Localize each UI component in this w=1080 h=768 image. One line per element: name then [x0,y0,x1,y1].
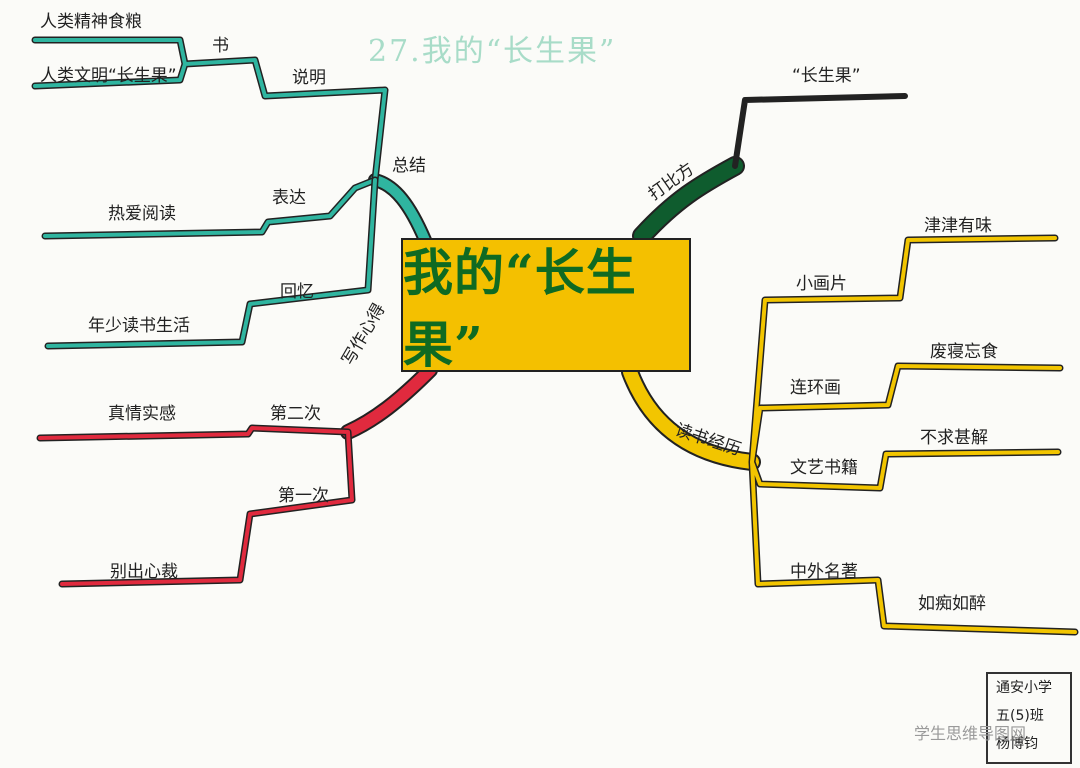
summary-branch-lines [31,36,432,350]
leaf-forget-sleep: 废寝忘食 [930,342,998,362]
leaf-enchanted: 如痴如醉 [918,594,986,614]
reading-branch-lines [621,234,1079,636]
leaf-relish: 津津有味 [924,216,992,236]
second-time-label: 第二次 [270,404,321,424]
student-name: 杨博钧 [996,736,1038,752]
summary-label: 总结 [392,156,426,176]
book-label: 书 [212,36,229,56]
class-name: 五(5)班 [996,708,1044,724]
signature-box: 通安小学 五(5)班 杨博钧 [986,672,1072,764]
watermark: 学生思维导图网 [914,724,1027,743]
leaf-superficial: 不求甚解 [920,428,988,448]
picture-cards-label: 小画片 [796,274,847,294]
leaf-sincere-feeling: 真情实感 [108,404,176,424]
recall-label: 回忆 [280,282,314,302]
first-time-label: 第一次 [278,486,329,506]
writing-branch-lines [36,362,438,588]
leaf-childhood-reading: 年少读书生活 [88,316,190,336]
express-label: 表达 [272,188,306,208]
central-topic: 我的“长生果” [401,238,691,374]
leaf-civilization-fruit: 人类文明“长生果” [40,66,177,86]
leaf-original-idea: 别出心裁 [110,562,178,582]
leaf-love-reading: 热爱阅读 [108,204,176,224]
literature-label: 文艺书籍 [790,458,858,478]
school-name: 通安小学 [996,680,1052,696]
leaf-longevity-fruit: “长生果” [792,66,861,86]
classics-label: 中外名著 [790,562,858,582]
page-title: 27.我的“长生果” [368,34,617,69]
leaf-spiritual-food: 人类精神食粮 [40,12,142,32]
explain-label: 说明 [292,68,326,88]
metaphor-branch-lines [632,93,908,246]
central-topic-label: 我的“长生果” [403,243,637,374]
comic-books-label: 连环画 [790,378,841,398]
